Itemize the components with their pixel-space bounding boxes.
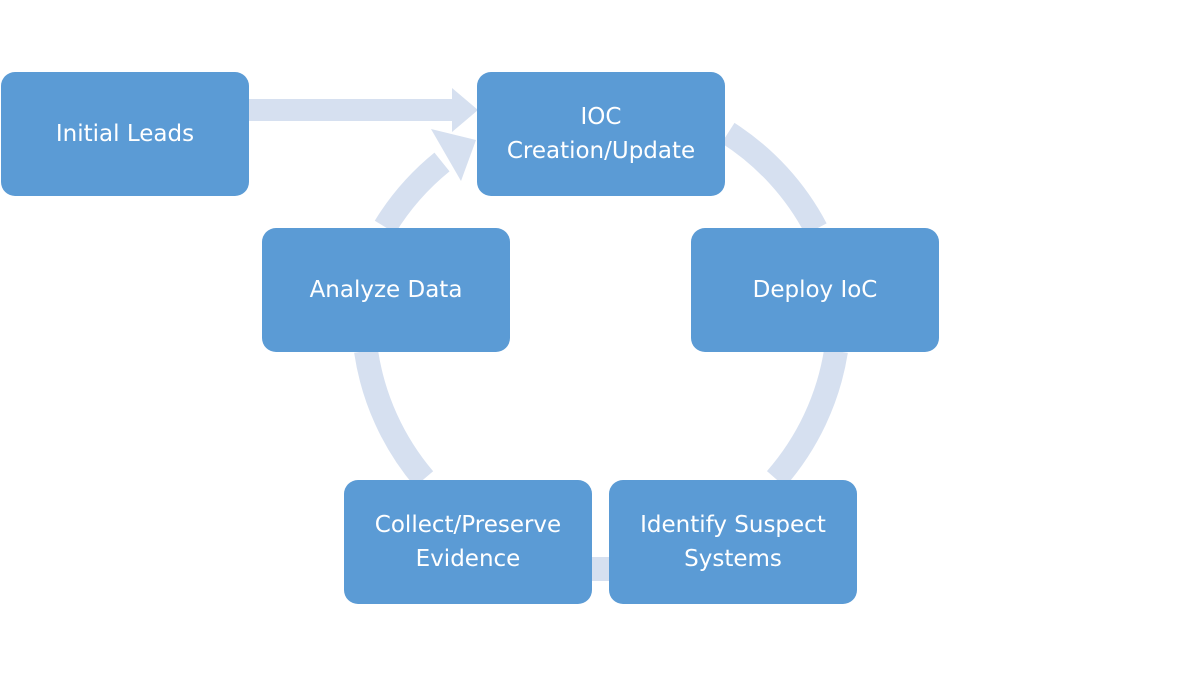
node-ioc-creation-update-label: IOC Creation/Update — [506, 104, 696, 164]
node-identify-suspect-systems-label: Identify Suspect Systems — [640, 512, 826, 572]
arc-analyze-to-ioc — [374, 152, 450, 234]
arrow-analyze-to-ioc-head — [431, 129, 476, 181]
node-collect-preserve-evidence-label: Collect/Preserve Evidence — [374, 512, 562, 572]
node-deploy-ioc-label: Deploy IoC — [752, 277, 878, 303]
node-collect-preserve-evidence: Collect/Preserve Evidence — [344, 480, 592, 604]
arc-collect-to-analyze — [354, 349, 434, 487]
node-analyze-data: Analyze Data — [262, 228, 510, 352]
node-deploy-ioc: Deploy IoC — [691, 228, 939, 352]
arc-ioc-to-deploy — [721, 122, 827, 235]
node-initial-leads: Initial Leads — [1, 72, 249, 196]
arrow-initial-to-ioc-shaft — [249, 99, 454, 121]
arc-deploy-to-identify — [766, 348, 848, 487]
node-identify-suspect-systems: Identify Suspect Systems — [609, 480, 857, 604]
node-analyze-data-label: Analyze Data — [309, 277, 463, 303]
node-ioc-creation-update: IOC Creation/Update — [477, 72, 725, 196]
arrow-initial-to-ioc-head — [452, 88, 478, 132]
node-initial-leads-label: Initial Leads — [55, 121, 195, 147]
